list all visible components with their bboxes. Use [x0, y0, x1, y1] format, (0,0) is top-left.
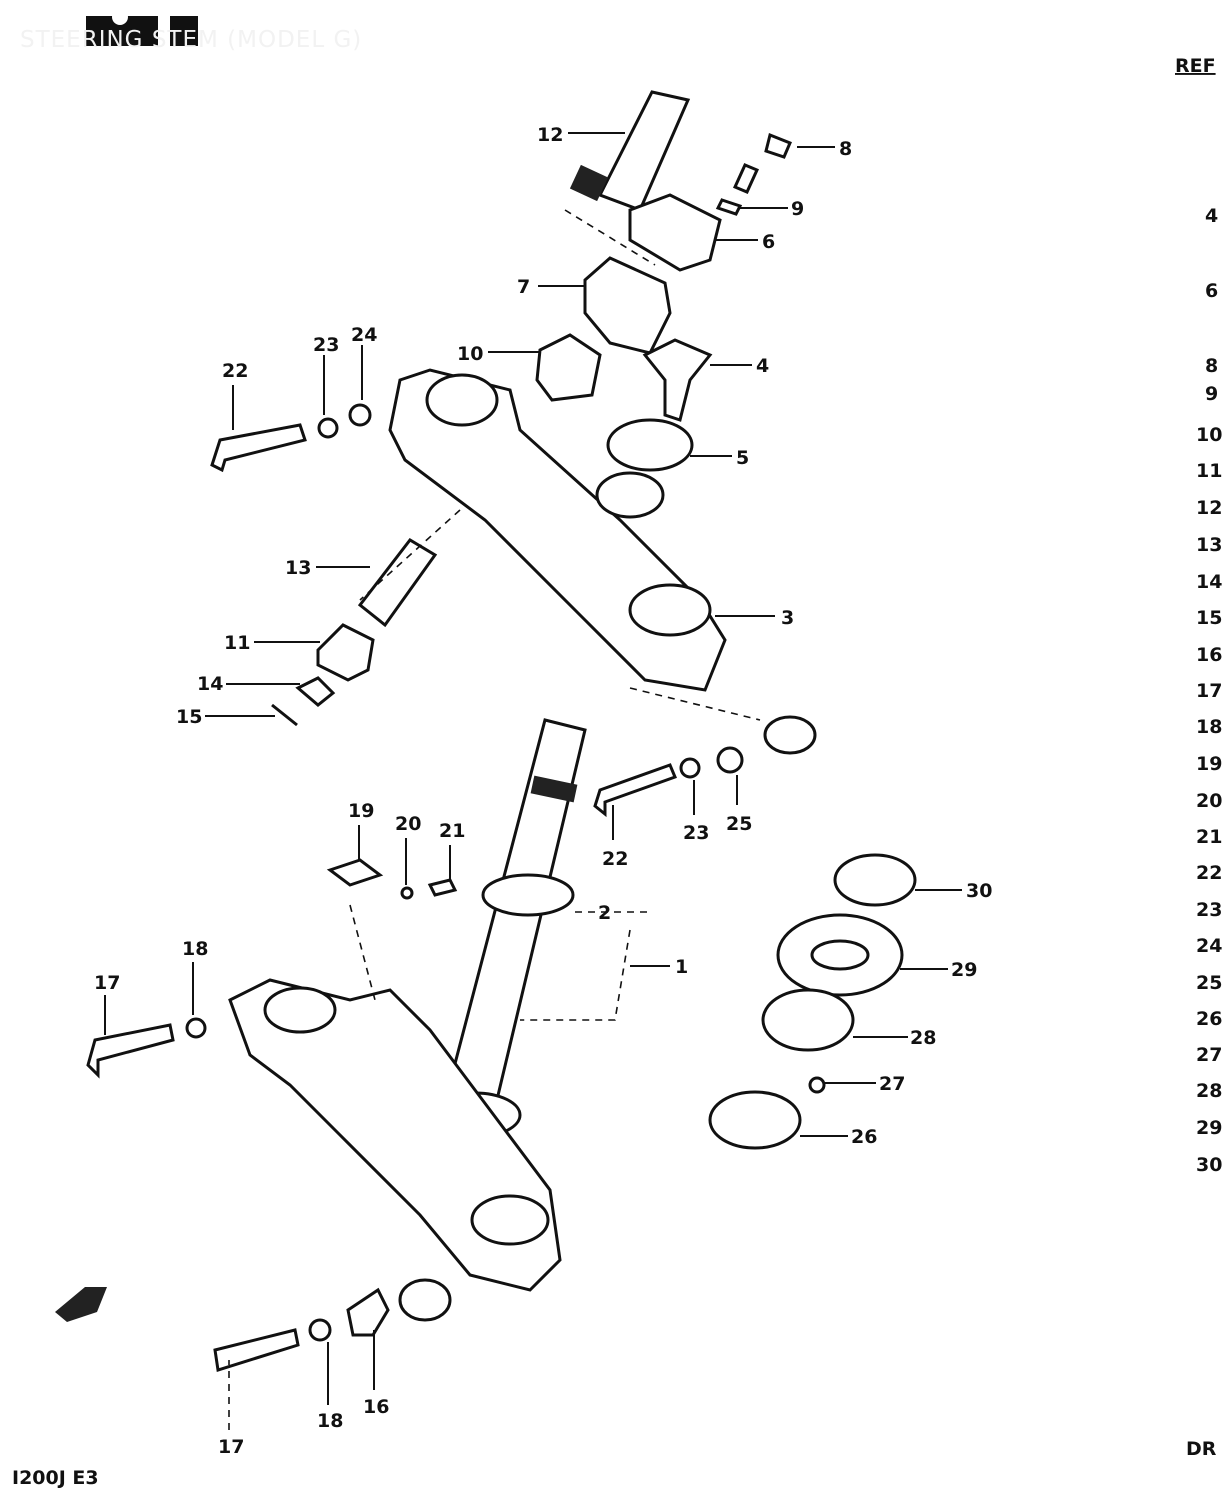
ref-item: 12	[1196, 497, 1222, 519]
ref-item: 4	[1205, 205, 1218, 227]
diagram-title: STEERING STEM (MODEL G)	[20, 27, 362, 53]
ref-item: 15	[1196, 607, 1222, 629]
callout-10: 10	[457, 343, 483, 365]
ref-item: 18	[1196, 716, 1222, 738]
callout-28: 28	[910, 1027, 936, 1049]
ref-item: 16	[1196, 644, 1222, 666]
ref-item: 8	[1205, 355, 1218, 377]
ref-column: 4 6 8 9 10 11 12 13 14 15 16 17 18 19 20 21 22 23 24 25 26 27…	[1196, 205, 1222, 1176]
callout-9: 9	[791, 198, 804, 220]
leader-lines	[104, 132, 962, 1430]
callout-23: 23	[313, 334, 339, 356]
callout-12: 12	[537, 124, 563, 146]
callout-21: 21	[439, 820, 465, 842]
callout-13: 13	[285, 557, 311, 579]
callout-14: 14	[197, 673, 223, 695]
ref-item: 23	[1196, 899, 1222, 921]
ref-item: 9	[1205, 383, 1218, 405]
ref-item: 26	[1196, 1008, 1222, 1030]
callout-2: 2	[598, 902, 611, 924]
callout-22-lower: 22	[602, 848, 628, 870]
callout-26: 26	[851, 1126, 877, 1148]
footer-right: DR	[1186, 1438, 1217, 1460]
footer-left: I200J E3	[12, 1467, 99, 1489]
callout-20: 20	[395, 813, 421, 835]
ref-item: 20	[1196, 790, 1222, 812]
ref-item: 29	[1196, 1117, 1222, 1139]
ref-item: 25	[1196, 972, 1222, 994]
callout-5: 5	[736, 447, 749, 469]
ref-item: 17	[1196, 680, 1222, 702]
callout-25: 25	[726, 813, 752, 835]
callout-15: 15	[176, 706, 202, 728]
callout-29: 29	[951, 959, 977, 981]
callout-18: 18	[182, 938, 208, 960]
ref-item: 27	[1196, 1044, 1222, 1066]
callout-3: 3	[781, 607, 794, 629]
callout-11: 11	[224, 632, 250, 654]
callout-22: 22	[222, 360, 248, 382]
callout-4: 4	[756, 355, 769, 377]
ref-header: REF	[1175, 55, 1216, 77]
callout-19: 19	[348, 800, 374, 822]
title-block-2	[170, 16, 198, 46]
callout-23-lower: 23	[683, 822, 709, 844]
callout-18-lower: 18	[317, 1410, 343, 1432]
ref-item: 28	[1196, 1080, 1222, 1102]
callout-24: 24	[351, 324, 377, 346]
callout-30: 30	[966, 880, 992, 902]
callout-16: 16	[363, 1396, 389, 1418]
callout-17-lower: 17	[218, 1436, 244, 1458]
callouts: 12 8 9 6 7 10 4 5 22 23 24 13 3 11 14 15…	[94, 124, 992, 1458]
ref-item: 14	[1196, 571, 1222, 593]
callout-7: 7	[517, 276, 530, 298]
ref-item: 21	[1196, 826, 1222, 848]
ref-item: 19	[1196, 753, 1222, 775]
callout-27: 27	[879, 1073, 905, 1095]
callout-8: 8	[839, 138, 852, 160]
parts	[55, 90, 917, 1372]
callout-17: 17	[94, 972, 120, 994]
callout-6: 6	[762, 231, 775, 253]
ref-item: 11	[1196, 460, 1222, 482]
ref-item: 10	[1196, 424, 1222, 446]
ref-item: 22	[1196, 862, 1222, 884]
ref-item: 30	[1196, 1154, 1222, 1176]
ref-item: 13	[1196, 534, 1222, 556]
callout-1: 1	[675, 956, 688, 978]
ref-item: 6	[1205, 280, 1218, 302]
ref-item: 24	[1196, 935, 1222, 957]
